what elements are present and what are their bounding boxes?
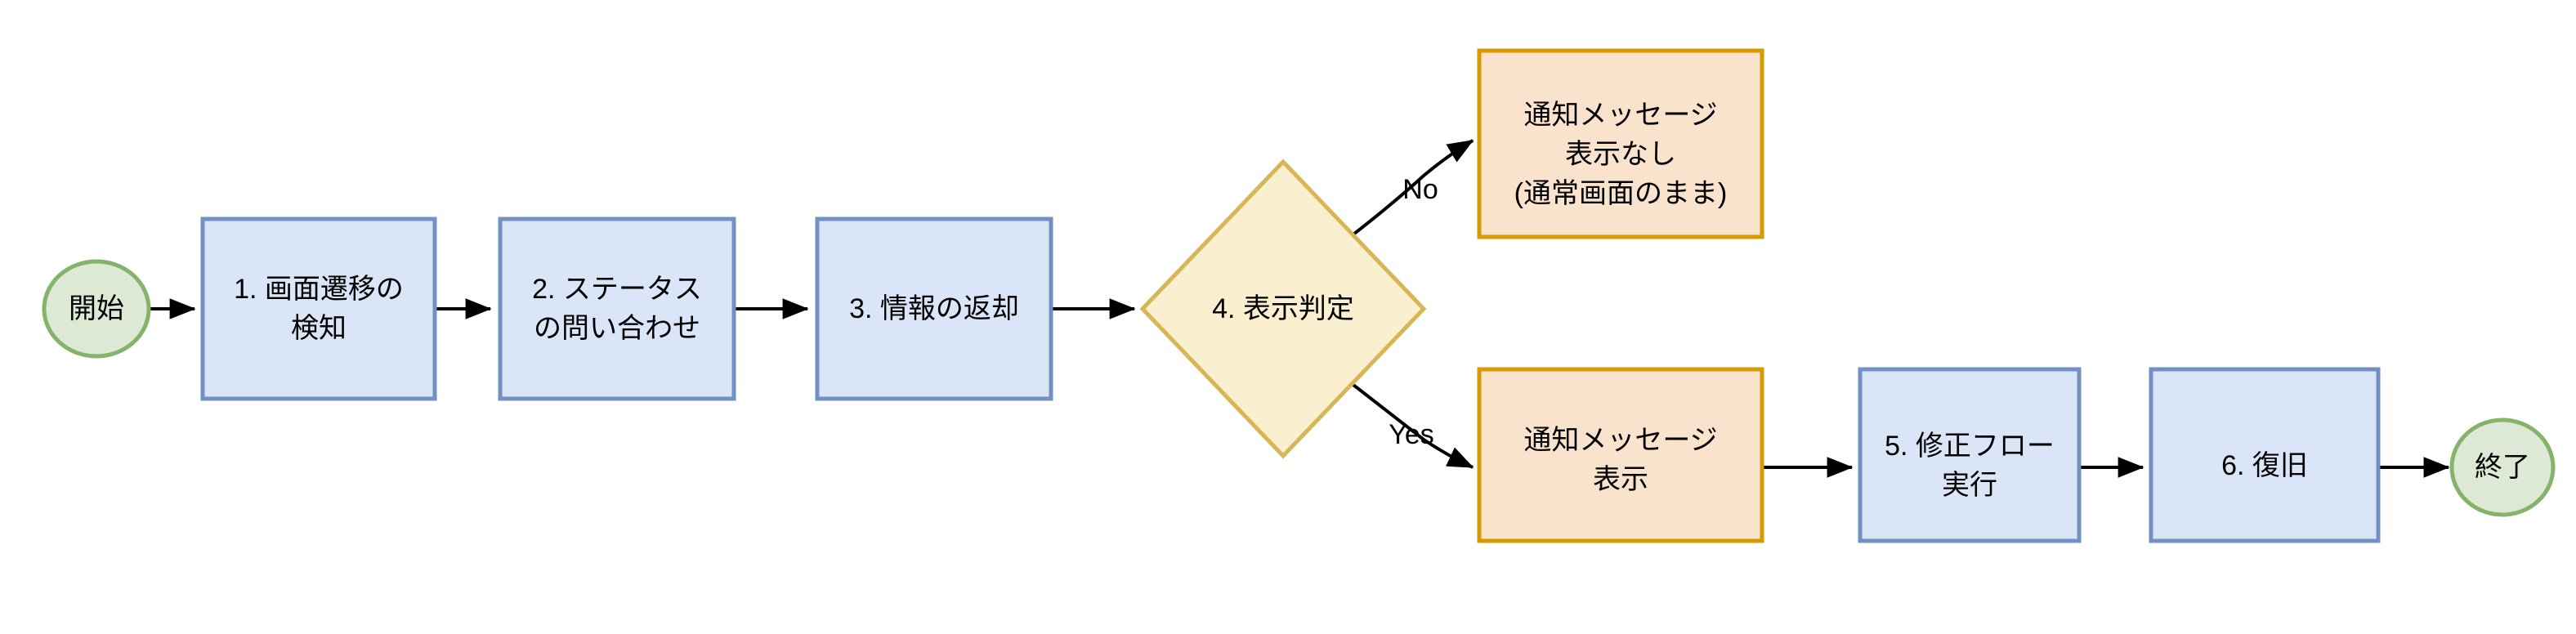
node-yes-branch-result[interactable]: 通知メッセージ 表示 bbox=[1477, 367, 1764, 543]
start-ellipse bbox=[42, 259, 151, 359]
edge-label-no: No bbox=[1402, 174, 1438, 205]
step3-label-line1: 3. 情報の返却 bbox=[849, 293, 1019, 324]
step5-label-line1: 5. 修正フロー bbox=[1885, 431, 2055, 462]
no-branch-label-line1: 通知メッセージ bbox=[1523, 100, 1717, 131]
step4-label-line1: 4. 表示判定 bbox=[1212, 293, 1354, 324]
step2-label-line1: 2. ステータス bbox=[532, 274, 702, 305]
end-label: 終了 bbox=[2475, 452, 2530, 483]
yes-branch-label-line1: 通知メッセージ bbox=[1523, 425, 1717, 456]
step6-label-line1: 6. 復旧 bbox=[2221, 450, 2308, 481]
end-ellipse bbox=[2449, 417, 2556, 517]
yes-branch-rect bbox=[1477, 367, 1764, 543]
step5-rect bbox=[1858, 367, 2082, 543]
node-step4-decision[interactable]: 4. 表示判定 bbox=[1139, 158, 1427, 459]
no-branch-label-line3: (通常画面のまま) bbox=[1514, 178, 1728, 209]
node-end[interactable]: 終了 bbox=[2449, 417, 2556, 517]
edge-yes-branch bbox=[1348, 381, 1474, 469]
step1-rect bbox=[200, 217, 437, 401]
node-step2[interactable]: 2. ステータス の問い合わせ bbox=[498, 217, 736, 401]
step5-label-line2: 実行 bbox=[1942, 470, 1997, 501]
no-branch-rect bbox=[1477, 48, 1764, 239]
node-step5[interactable]: 5. 修正フロー 実行 bbox=[1858, 367, 2082, 543]
no-branch-label-line2: 表示なし bbox=[1565, 139, 1676, 170]
edge-label-yes: Yes bbox=[1389, 419, 1433, 450]
node-start[interactable]: 開始 bbox=[42, 259, 151, 359]
step3-rect bbox=[815, 217, 1053, 401]
yes-branch-label-line2: 表示 bbox=[1593, 464, 1648, 495]
step1-label-line1: 1. 画面遷移の bbox=[234, 274, 404, 305]
node-step3[interactable]: 3. 情報の返却 bbox=[815, 217, 1053, 401]
step2-rect bbox=[498, 217, 736, 401]
node-no-branch-result[interactable]: 通知メッセージ 表示なし (通常画面のまま) bbox=[1477, 48, 1764, 239]
step1-label-line2: 検知 bbox=[291, 313, 347, 344]
step4-diamond bbox=[1139, 158, 1427, 459]
node-step6[interactable]: 6. 復旧 bbox=[2149, 367, 2381, 543]
step6-rect bbox=[2149, 367, 2381, 543]
step2-label-line2: の問い合わせ bbox=[534, 313, 700, 344]
edges-layer bbox=[149, 139, 2450, 478]
edge-no-branch bbox=[1348, 139, 1474, 239]
node-step1[interactable]: 1. 画面遷移の 検知 bbox=[200, 217, 437, 401]
start-label: 開始 bbox=[69, 293, 124, 324]
